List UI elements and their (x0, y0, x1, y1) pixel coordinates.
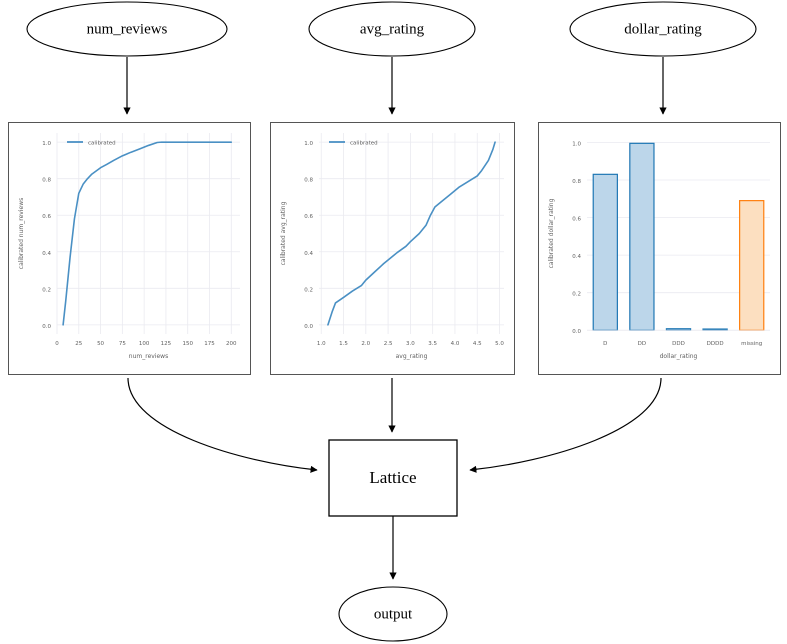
calibration-line (327, 141, 496, 326)
y-tick-label: 1.0 (572, 141, 581, 147)
node-output-shape (338, 586, 448, 642)
node-output[interactable]: output (338, 586, 448, 642)
node-avg-rating-shape (308, 1, 476, 57)
y-tick-label: 0.8 (572, 179, 581, 185)
panel-avg-rating: 0.0 0.2 0.4 0.6 0.8 1.0 1.0 1.5 2.0 2.5 3.0 3.5 4.0 4… (270, 122, 515, 375)
panel_num_reviews-plot: 0.0 0.2 0.4 0.6 0.8 1.0 0 25 50 75 100 125 150 175 200… (18, 133, 240, 360)
x-tick-label: 0 (55, 341, 59, 347)
x-tick-label: 50 (97, 341, 104, 347)
node-dollar-rating-label: dollar_rating (624, 21, 702, 37)
y-tick-label: 0.0 (304, 324, 313, 330)
node-lattice[interactable]: Lattice (328, 439, 458, 517)
panel-num-reviews: 0.0 0.2 0.4 0.6 0.8 1.0 0 25 50 75 100 125 150 175 200… (8, 122, 251, 375)
y-tick-label: 0.2 (304, 287, 313, 293)
x-axis-label: dollar_rating (660, 353, 698, 360)
x-tick-label: 125 (161, 341, 172, 347)
y-tick-label: 0.0 (42, 324, 51, 330)
node-dollar-rating[interactable]: dollar_rating (569, 1, 757, 57)
x-tick-label: 175 (204, 341, 215, 347)
y-axis-label: calibrated dollar_rating (548, 198, 555, 268)
bar (629, 142, 655, 331)
x-tick-label: 4.5 (473, 341, 482, 347)
node-avg-rating-label: avg_rating (360, 21, 425, 37)
y-tick-label: 1.0 (304, 141, 313, 147)
x-tick-label: 1.0 (317, 341, 326, 347)
node-num-reviews[interactable]: num_reviews (26, 1, 228, 57)
legend-label: calibrated (88, 141, 116, 147)
y-tick-label: 0.4 (304, 251, 313, 257)
edge-panel-dollar-rating-to-lattice (469, 377, 662, 473)
y-tick-label: 0.8 (304, 178, 313, 184)
x-tick-label: 1.5 (339, 341, 348, 347)
legend-label: calibrated (350, 141, 378, 147)
node-output-label: output (374, 606, 413, 622)
y-tick-label: 0.6 (42, 214, 51, 220)
x-tick-label: missing (741, 341, 762, 347)
x-tick-label: 75 (119, 341, 126, 347)
y-tick-label: 0.0 (572, 329, 581, 335)
calibration-line (62, 141, 233, 326)
y-axis-label: calibrated avg_rating (280, 201, 287, 265)
x-tick-label: 2.5 (384, 341, 393, 347)
x-axis-label: num_reviews (129, 353, 168, 360)
node-num-reviews-label: num_reviews (87, 21, 168, 37)
y-tick-label: 1.0 (42, 141, 51, 147)
node-lattice-shape (328, 439, 458, 517)
panel_avg_rating-plot: 0.0 0.2 0.4 0.6 0.8 1.0 1.0 1.5 2.0 2.5 3.0 3.5 4.0 4… (280, 133, 504, 360)
y-tick-label: 0.6 (572, 217, 581, 223)
x-tick-label: DDDD (707, 341, 724, 347)
x-tick-label: 5.0 (495, 341, 504, 347)
y-tick-label: 0.8 (42, 178, 51, 184)
x-tick-label: D (603, 341, 607, 347)
y-tick-label: 0.6 (304, 214, 313, 220)
y-tick-label: 0.2 (572, 292, 581, 298)
node-avg-rating[interactable]: avg_rating (308, 1, 476, 57)
y-tick-label: 0.4 (572, 254, 581, 260)
node-dollar-rating-shape (569, 1, 757, 57)
y-tick-label: 0.2 (42, 287, 51, 293)
y-tick-label: 0.4 (42, 251, 51, 257)
x-tick-label: 25 (75, 341, 82, 347)
x-tick-label: 3.0 (406, 341, 415, 347)
node-lattice-label: Lattice (369, 468, 416, 487)
edge-panel-num-reviews-to-lattice (127, 377, 318, 473)
bar (592, 173, 618, 331)
x-tick-label: 100 (139, 341, 150, 347)
x-axis-label: avg_rating (396, 353, 428, 360)
bar (739, 200, 765, 331)
x-tick-label: 4.0 (451, 341, 460, 347)
x-tick-label: DD (638, 341, 646, 347)
y-axis-label: calibrated num_reviews (18, 198, 25, 269)
x-tick-label: 2.0 (361, 341, 370, 347)
x-tick-label: 3.5 (428, 341, 437, 347)
x-tick-label: 200 (226, 341, 237, 347)
x-tick-label: 150 (182, 341, 193, 347)
x-tick-label: DDD (672, 341, 685, 347)
node-num-reviews-shape (26, 1, 228, 57)
